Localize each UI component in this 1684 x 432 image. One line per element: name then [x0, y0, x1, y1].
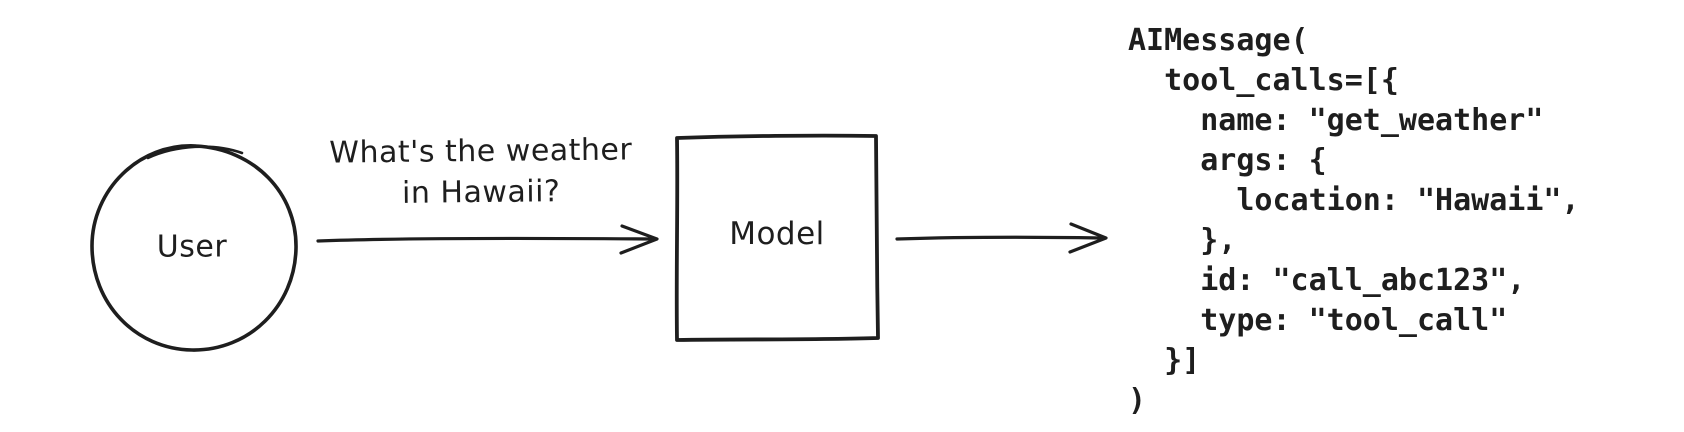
- model-node-label: Model: [729, 216, 825, 252]
- request-message-label: What's the weather in Hawaii?: [329, 129, 633, 214]
- request-message-line2: in Hawaii?: [401, 174, 561, 211]
- user-node-label: User: [156, 229, 228, 265]
- request-message-line1: What's the weather: [329, 132, 633, 171]
- user-circle-shape: [90, 144, 298, 352]
- output-arrow: [895, 222, 1108, 254]
- model-box-shape: [674, 133, 880, 342]
- request-arrow: [316, 224, 659, 255]
- ai-message-tool-call-code: AIMessage( tool_calls=[{ name: "get_weat…: [1128, 23, 1580, 418]
